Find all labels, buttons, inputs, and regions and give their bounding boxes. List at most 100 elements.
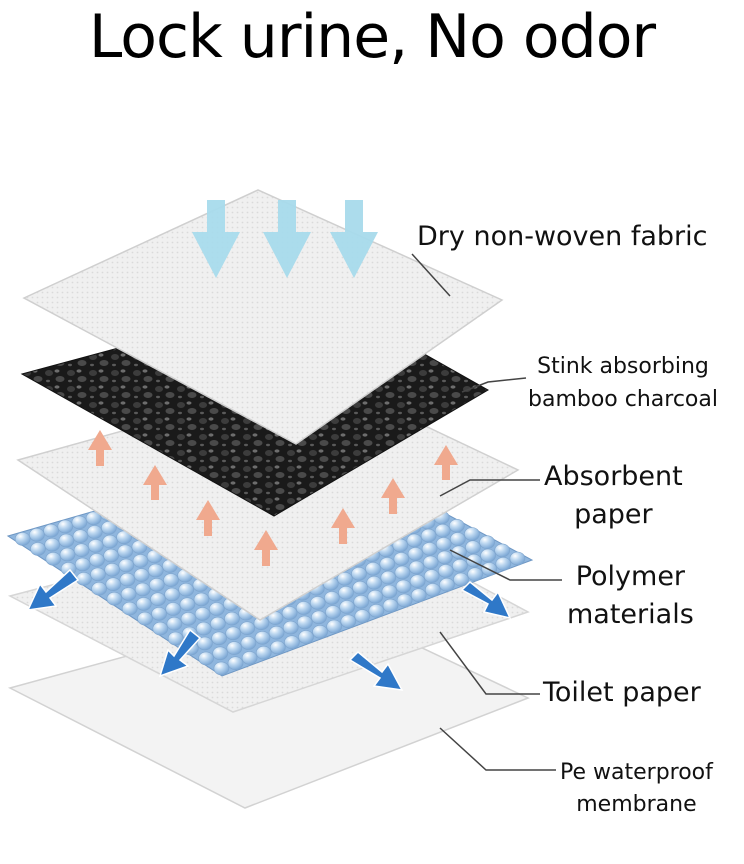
label-absorbent: Absorbent paper: [544, 458, 683, 534]
label-charcoal: Stink absorbing bamboo charcoal: [528, 350, 718, 416]
polymer-bead: [425, 583, 440, 596]
polymer-bead: [369, 604, 384, 617]
polymer-bead: [340, 601, 355, 614]
polymer-bead: [324, 591, 339, 604]
polymer-bead: [341, 615, 356, 628]
polymer-bead: [283, 621, 298, 634]
polymer-bead: [153, 622, 168, 635]
polymer-bead: [74, 544, 89, 557]
polymer-bead: [106, 578, 121, 591]
polymer-bead: [136, 597, 151, 610]
polymer-bead: [194, 593, 209, 606]
polymer-bead: [118, 545, 133, 558]
polymer-bead: [242, 651, 257, 664]
polymer-bead: [210, 617, 225, 630]
polymer-bead: [383, 599, 398, 612]
polymer-bead: [496, 557, 511, 570]
polymer-bead: [255, 631, 270, 644]
arrow-down-icon: [192, 200, 378, 278]
label-toilet-paper: Toilet paper: [543, 676, 701, 710]
label-membrane-line2: membrane: [560, 789, 713, 821]
polymer-bead: [92, 582, 107, 595]
polymer-bead: [367, 576, 382, 589]
polymer-bead: [60, 548, 75, 561]
polymer-bead: [120, 573, 135, 586]
polymer-bead: [122, 602, 137, 615]
polymer-bead: [226, 627, 241, 640]
polymer-bead: [368, 590, 383, 603]
polymer-bead: [103, 535, 118, 548]
polymer-bead: [481, 549, 496, 562]
polymer-bead: [179, 583, 194, 596]
polymer-bead: [424, 570, 439, 583]
label-fabric-text: Dry non-woven fabric: [417, 220, 707, 254]
polymer-bead: [213, 647, 228, 660]
polymer-bead: [282, 607, 297, 620]
polymer-bead: [382, 585, 397, 598]
polymer-bead: [313, 625, 328, 638]
polymer-bead: [299, 631, 314, 644]
polymer-bead: [196, 622, 211, 635]
polymer-bead: [15, 532, 30, 545]
polymer-bead: [148, 564, 163, 577]
polymer-bead: [168, 632, 183, 645]
polymer-bead: [380, 557, 395, 570]
polymer-bead: [449, 519, 464, 532]
polymer-bead: [209, 603, 224, 616]
polymer-bead: [195, 607, 210, 620]
polymer-bead: [58, 520, 73, 533]
label-membrane-line1: Pe waterproof: [560, 757, 713, 789]
polymer-bead: [395, 566, 410, 579]
polymer-bead: [164, 574, 179, 587]
polymer-bead: [225, 612, 240, 625]
polymer-bead: [121, 588, 136, 601]
polymer-bead: [199, 652, 214, 665]
polymer-bead: [165, 588, 180, 601]
polymer-bead: [452, 559, 467, 572]
label-polymer-line2: materials: [567, 596, 694, 634]
polymer-bead: [284, 636, 299, 649]
polymer-bead: [73, 530, 88, 543]
label-polymer-line1: Polymer: [567, 558, 694, 596]
polymer-bead: [422, 542, 437, 555]
polymer-bead: [149, 578, 164, 591]
label-polymer: Polymer materials: [567, 558, 694, 634]
label-charcoal-line1: Stink absorbing: [528, 350, 718, 383]
label-absorbent-line2: paper: [544, 496, 683, 534]
polymer-bead: [181, 612, 196, 625]
polymer-bead: [256, 646, 271, 659]
polymer-bead: [241, 637, 256, 650]
polymer-bead: [435, 524, 450, 537]
polymer-bead: [354, 595, 369, 608]
polymer-bead: [454, 573, 469, 586]
polymer-bead: [105, 563, 120, 576]
polymer-bead: [119, 559, 134, 572]
polymer-bead: [409, 561, 424, 574]
polymer-bead: [72, 516, 87, 529]
polymer-bead: [438, 564, 453, 577]
label-toilet-text: Toilet paper: [543, 676, 701, 710]
polymer-bead: [297, 616, 312, 629]
polymer-bead: [468, 568, 483, 581]
polymer-bead: [133, 554, 148, 567]
polymer-bead: [87, 526, 102, 539]
polymer-bead: [408, 547, 423, 560]
polymer-bead: [397, 594, 412, 607]
polymer-bead: [212, 632, 227, 645]
label-absorbent-line1: Absorbent: [544, 458, 683, 496]
polymer-bead: [227, 642, 242, 655]
polymer-bead: [381, 571, 396, 584]
polymer-bead: [214, 662, 229, 675]
polymer-bead: [480, 536, 495, 549]
polymer-bead: [167, 617, 182, 630]
polymer-bead: [240, 622, 255, 635]
polymer-bead: [76, 572, 91, 585]
polymer-bead: [88, 539, 103, 552]
polymer-bead: [421, 529, 436, 542]
polymer-bead: [104, 549, 119, 562]
polymer-bead: [366, 562, 381, 575]
polymer-bead: [46, 552, 61, 565]
polymer-bead: [353, 581, 368, 594]
polymer-bead: [138, 612, 153, 625]
polymer-bead: [439, 578, 454, 591]
